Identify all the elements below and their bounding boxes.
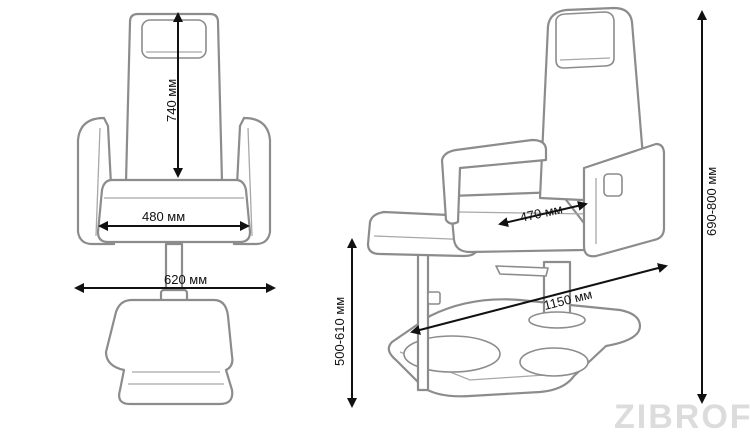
side-armrest-far: [440, 138, 548, 225]
arrow-seat-depth: [498, 200, 588, 228]
side-foot-pad-right: [519, 347, 589, 377]
label-seat-height: 500-610 мм: [332, 297, 347, 366]
side-armrest-knob: [603, 173, 623, 197]
side-headrest: [555, 11, 615, 69]
side-view-chair: [366, 6, 666, 398]
side-column-knob: [427, 291, 441, 305]
label-seat-width: 480 мм: [142, 209, 185, 224]
label-height-back: 740 мм: [164, 79, 179, 122]
front-base: [104, 298, 234, 406]
label-base-width: 620 мм: [164, 272, 207, 287]
label-total-height: 690-800 мм: [704, 167, 719, 236]
side-pedal: [495, 265, 549, 277]
front-view-chair: [76, 12, 272, 406]
side-footrest-column: [416, 242, 430, 392]
side-armrest-near: [582, 142, 666, 258]
watermark-logo: ZIBROF: [614, 398, 750, 436]
arrow-footrest-length: [410, 263, 668, 335]
